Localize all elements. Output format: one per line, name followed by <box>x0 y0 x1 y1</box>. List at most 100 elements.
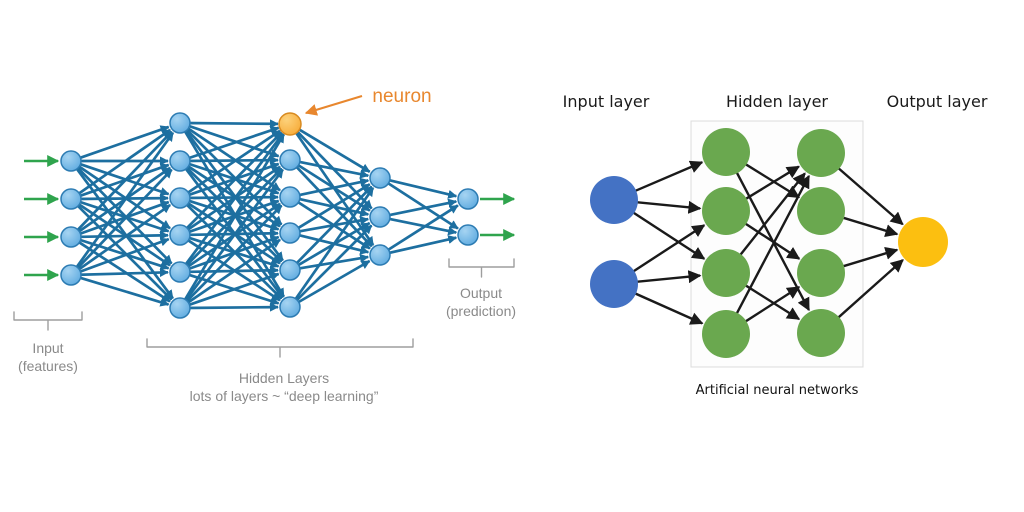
network-edge <box>182 129 281 197</box>
hidden-label-line2: lots of layers ~ “deep learning” <box>189 388 379 404</box>
input-layer-label: Input layer <box>562 92 650 111</box>
network-edge <box>383 235 458 256</box>
network-edge <box>734 174 810 317</box>
hidden-2-node <box>279 222 301 244</box>
network-edge <box>73 203 171 274</box>
simple-network-diagram <box>590 120 948 368</box>
neuron-annotation-label: neuron <box>372 86 432 107</box>
network-edge <box>383 177 458 199</box>
network-edge <box>181 162 283 263</box>
network-edge <box>72 162 173 265</box>
hidden-2-node <box>279 186 301 208</box>
network-edge <box>291 161 373 248</box>
input-label-line2: (features) <box>18 358 78 374</box>
network-edge <box>742 220 801 260</box>
network-edge <box>630 224 706 275</box>
input-node <box>60 264 82 286</box>
network-edge <box>72 130 173 236</box>
network-edge <box>293 216 370 234</box>
output-node <box>457 188 479 210</box>
network-edge <box>181 131 283 234</box>
network-edge <box>630 209 706 260</box>
hidden-label-line1: Hidden Layers <box>238 370 330 386</box>
network-edge <box>742 282 801 321</box>
network-edge <box>74 237 170 275</box>
hidden-node <box>797 129 845 177</box>
deep-network-diagram <box>13 94 516 358</box>
network-edge <box>839 215 899 237</box>
network-edge <box>742 165 800 202</box>
network-edge <box>74 193 169 203</box>
hidden-3-node <box>369 206 391 228</box>
network-edge <box>183 228 279 238</box>
left-brackets <box>13 258 515 358</box>
hidden-node <box>702 310 750 358</box>
output-node <box>457 224 479 246</box>
output-layer-label: Output layer <box>886 92 988 111</box>
network-edge <box>72 168 173 274</box>
network-edge <box>293 232 370 255</box>
network-edge <box>72 131 175 273</box>
network-edge <box>181 125 284 262</box>
network-edge <box>182 124 281 192</box>
input-node <box>60 226 82 248</box>
network-edge <box>382 204 459 254</box>
network-edge <box>742 286 801 325</box>
network-edge <box>183 302 279 312</box>
hidden-3-node <box>369 167 391 189</box>
network-edge <box>291 185 373 269</box>
hidden-1-node <box>169 297 191 319</box>
hidden-node <box>702 187 750 235</box>
output-label-line1: Output <box>459 285 503 301</box>
hidden-1-node <box>169 224 191 246</box>
network-edge <box>183 199 280 235</box>
network-edge <box>631 160 704 194</box>
network-edge <box>835 165 904 226</box>
network-edge <box>74 268 169 278</box>
network-edge <box>183 126 280 162</box>
network-edge <box>631 291 704 325</box>
network-edge <box>293 159 370 179</box>
output-label-line2: (prediction) <box>445 303 517 319</box>
hidden-layers-label: Hidden Layers lots of layers ~ “deep lea… <box>190 369 379 405</box>
network-edge <box>292 183 371 233</box>
network-edge <box>183 119 279 129</box>
hidden-2-node <box>279 296 301 318</box>
right-nodes <box>590 128 948 358</box>
input-node <box>590 176 638 224</box>
network-edge <box>181 132 284 270</box>
network-edge <box>292 124 371 173</box>
left-edges <box>72 119 459 312</box>
input-node <box>60 188 82 210</box>
network-edge <box>183 235 280 272</box>
network-edge <box>74 274 170 307</box>
neuron-node <box>278 112 302 136</box>
network-edge <box>183 234 280 269</box>
input-features-label: Input (features) <box>18 339 78 375</box>
output-prediction-label: Output (prediction) <box>446 284 516 320</box>
network-edge <box>181 204 283 307</box>
input-node <box>590 260 638 308</box>
hidden-1-node <box>169 261 191 283</box>
input-bracket <box>13 311 83 331</box>
hidden-node <box>797 187 845 235</box>
hidden-1-node <box>169 112 191 134</box>
hidden-1-node <box>169 187 191 209</box>
hidden-node <box>702 128 750 176</box>
network-edge <box>293 177 370 198</box>
network-edge <box>633 200 702 214</box>
network-edge <box>74 230 169 240</box>
input-label-line1: Input <box>32 340 64 356</box>
hidden-node <box>797 309 845 357</box>
network-edge <box>183 271 280 306</box>
hidden-2-node <box>279 259 301 281</box>
input-node <box>60 150 82 172</box>
network-edge <box>73 128 171 198</box>
network-edge <box>181 124 283 226</box>
left-nodes <box>60 112 479 319</box>
network-edge <box>633 270 702 284</box>
network-edge <box>839 247 899 269</box>
diagram-caption: Artificial neural networks <box>695 383 859 398</box>
network-edge <box>74 163 170 199</box>
